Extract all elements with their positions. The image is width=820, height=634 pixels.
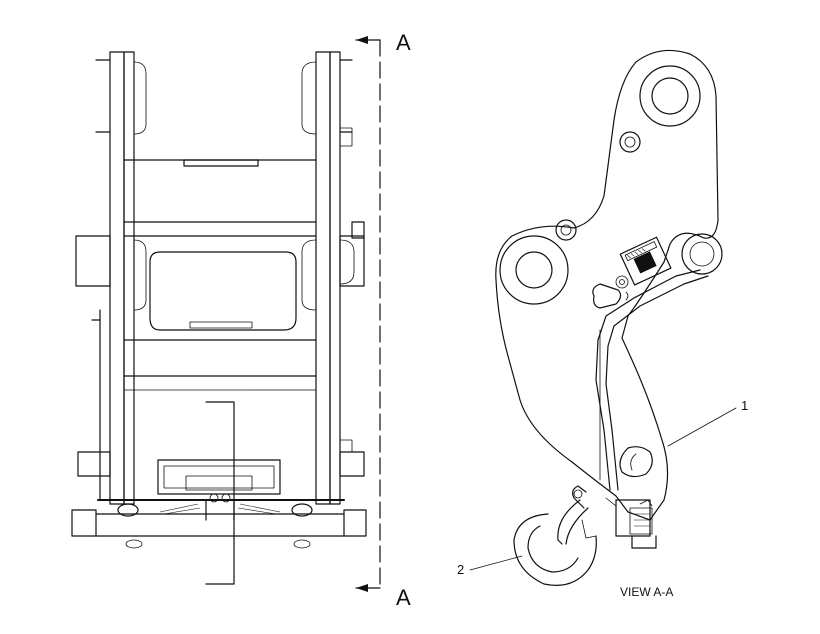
- callout-1: 1: [741, 398, 748, 413]
- bottom-plate: [71, 493, 367, 549]
- leader-line-2: [469, 555, 523, 571]
- latch-mechanism: [605, 497, 657, 549]
- middle-pin-boss: [75, 221, 365, 311]
- coupler-front-view: A A: [71, 30, 411, 610]
- callout-2: 2: [457, 562, 464, 577]
- grease-fitting-icon: [555, 131, 641, 241]
- safety-hook: [513, 485, 597, 586]
- locking-wedge: [595, 269, 709, 491]
- section-mark-bottom: A: [396, 585, 411, 610]
- section-line-a-a: [355, 36, 381, 592]
- section-mark-top: A: [396, 30, 411, 55]
- coupler-section-view: 1 2 VIEW A-A: [457, 49, 748, 599]
- right-side-plate: [301, 51, 353, 505]
- lower-pin: [499, 235, 569, 305]
- lower-housing: [77, 439, 365, 495]
- coupler-side-plate-outline: [495, 49, 719, 521]
- view-caption: VIEW A-A: [620, 585, 673, 599]
- leader-line-1: [667, 407, 737, 447]
- top-pin: [639, 65, 701, 127]
- left-side-plate: [95, 51, 147, 505]
- warning-decal-icon: [619, 236, 672, 286]
